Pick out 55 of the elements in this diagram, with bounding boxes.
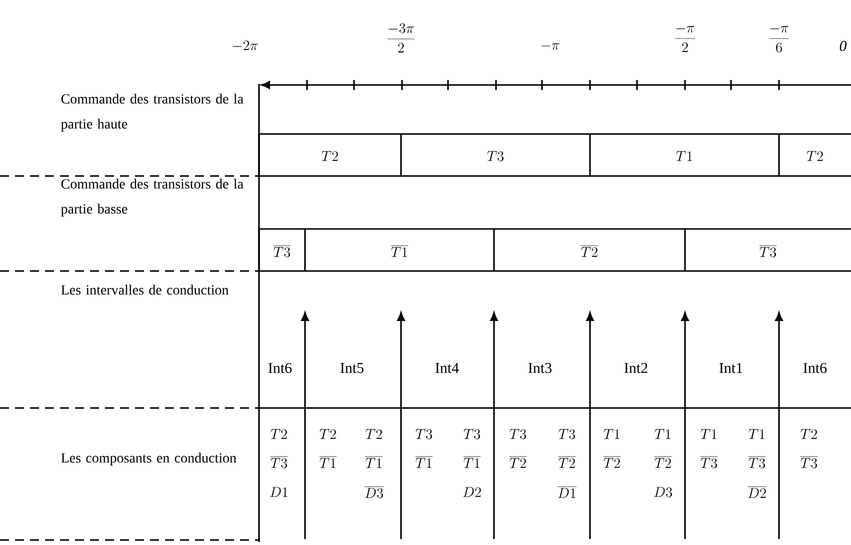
- component-label: $T3$: [416, 429, 432, 440]
- interval-label: Int6: [268, 362, 292, 374]
- component-label: $\overline{T1}$: [365, 456, 383, 468]
- interval-label: Int3: [528, 362, 552, 374]
- row-heading: Commande des transistors de la partie basse: [61, 178, 244, 216]
- tick-label: $\frac{-3\pi}{2}$: [388, 23, 414, 52]
- tick-label: $-\pi$: [541, 43, 560, 50]
- component-label: $\overline{D1}$: [557, 486, 577, 498]
- signal-cell: $T2$: [258, 134, 338, 176]
- component-label: $T2$: [270, 429, 287, 439]
- signal-cell: $\overline{T1}$: [304, 229, 408, 271]
- signal-cell: $\overline{T3}$: [258, 229, 291, 271]
- row-heading: Les intervalles de conduction: [61, 284, 229, 295]
- row-heading: Les composants en conduction: [61, 452, 236, 466]
- tick-label: 0: [840, 40, 847, 52]
- signal-cell: $T3$: [400, 134, 504, 176]
- signal-cell: $\overline{T2}$: [493, 229, 598, 271]
- component-label: $T3$: [510, 429, 526, 440]
- interval-label: Int6: [803, 362, 827, 374]
- interval-label: Int5: [340, 363, 364, 373]
- component-label: $T1$: [654, 429, 670, 439]
- interval-label: Int1: [719, 362, 742, 373]
- component-label: $T2$: [320, 429, 336, 439]
- component-label: $T2$: [800, 429, 817, 439]
- component-label: $\overline{T2}$: [558, 456, 576, 468]
- component-label: $\overline{T3}$: [748, 456, 766, 468]
- component-label: $\overline{T1}$: [319, 456, 337, 468]
- component-label: $T2$: [366, 429, 382, 439]
- component-label: $D3$: [654, 487, 672, 498]
- component-label: $T1$: [700, 429, 716, 439]
- component-label: $D2$: [463, 487, 481, 497]
- component-label: $\overline{T1}$: [463, 456, 481, 468]
- component-label: $T1$: [748, 429, 764, 439]
- component-label: $T3$: [558, 429, 576, 440]
- component-label: $\overline{T3}$: [700, 456, 718, 468]
- tick-label: $-2\pi$: [232, 40, 258, 50]
- component-label: $\overline{D3}$: [364, 486, 384, 498]
- signal-cell: $\overline{T3}$: [684, 229, 777, 271]
- component-label: $\overline{T2}$: [654, 456, 672, 468]
- tick-label: $\frac{-\pi}{6}$: [769, 26, 789, 52]
- component-label: $\overline{T3}$: [800, 456, 818, 468]
- tick-label: $\frac{-\pi}{2}$: [675, 26, 695, 52]
- signal-cell: $T1$: [589, 134, 692, 176]
- row-heading: Commande des transistors de la partie haute: [61, 94, 244, 132]
- component-label: $\overline{T2}$: [509, 456, 527, 468]
- component-label: $T3$: [464, 429, 480, 440]
- interval-label: Int4: [435, 363, 459, 373]
- component-label: $D1$: [270, 487, 288, 497]
- signal-cell: $T2$: [778, 134, 823, 176]
- component-label: $\overline{D2}$: [747, 486, 767, 498]
- component-label: $T1$: [604, 429, 620, 439]
- component-label: $\overline{T1}$: [415, 456, 433, 468]
- interval-label: Int2: [624, 362, 648, 374]
- component-label: $\overline{T2}$: [603, 456, 621, 468]
- component-label: $\overline{T3}$: [270, 456, 288, 468]
